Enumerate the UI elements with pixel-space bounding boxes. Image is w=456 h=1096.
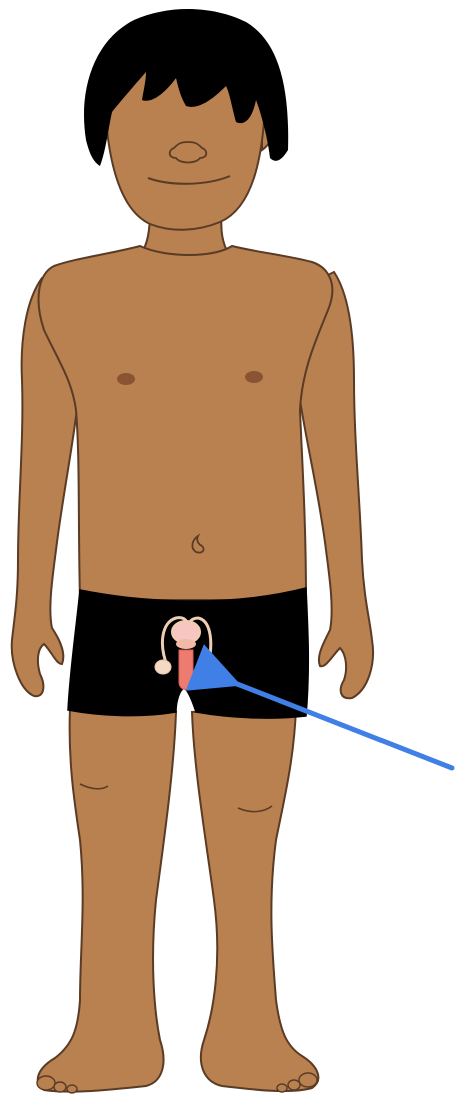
right-testicle (199, 660, 215, 674)
right-nipple (245, 371, 263, 383)
prostate (176, 639, 196, 649)
right-leg (192, 708, 318, 1091)
left-leg (38, 708, 176, 1092)
left-testicle (155, 660, 171, 674)
penis (179, 650, 193, 690)
head (84, 9, 288, 230)
left-nipple (117, 373, 135, 385)
legs (37, 708, 318, 1093)
torso (39, 246, 333, 600)
